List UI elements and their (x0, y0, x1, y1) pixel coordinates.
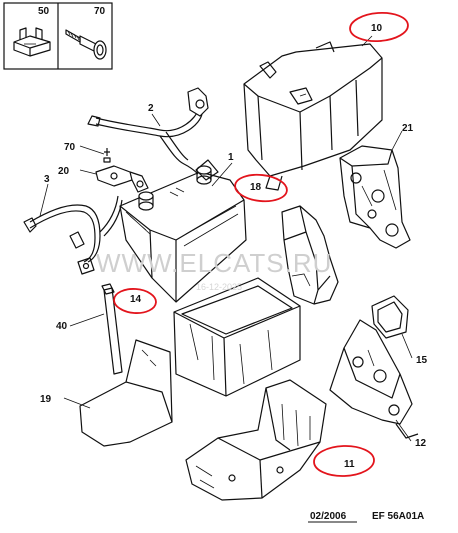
insulating-mat (79, 339, 173, 447)
legend-label-50: 50 (38, 6, 50, 17)
watermark-text: WWW.ELCATS.RU (96, 248, 332, 278)
callout-11: 11 (344, 459, 355, 470)
callout-14: 14 (130, 294, 142, 305)
highlight-circle-14 (113, 288, 157, 314)
battery (119, 165, 247, 303)
callout-numbers: 1 2 3 10 11 12 14 15 18 19 20 21 40 70 (40, 23, 428, 470)
heat-shield (281, 205, 339, 305)
lower-bracket (329, 319, 419, 439)
callout-12: 12 (415, 438, 427, 449)
callout-10: 10 (371, 23, 383, 34)
highlight-circle-18 (234, 173, 288, 203)
battery-cover (243, 41, 383, 191)
callout-15: 15 (416, 355, 428, 366)
battery-tray-box (173, 277, 301, 397)
highlight-circle-10 (349, 11, 409, 43)
callout-19: 19 (40, 394, 52, 405)
legend-label-70: 70 (94, 6, 106, 17)
positive-cable (87, 87, 219, 181)
footer-date: 02/2006 (310, 511, 347, 522)
callout-40: 40 (56, 321, 68, 332)
callout-2: 2 (148, 103, 154, 114)
callout-18: 18 (250, 182, 262, 193)
footer-code: EF 56A01A (372, 511, 424, 522)
hold-down-pin (101, 283, 123, 375)
watermark-subtext: 16-12-2025 (196, 282, 242, 292)
screw-icon (65, 29, 107, 60)
negative-cable (23, 195, 123, 275)
clamp-20 (95, 165, 149, 193)
callout-70: 70 (64, 142, 76, 153)
highlight-circle-11 (313, 445, 375, 477)
legend-box: 50 70 (3, 2, 113, 70)
callout-21: 21 (402, 123, 414, 134)
mounting-bracket (339, 145, 411, 249)
callout-20: 20 (58, 166, 70, 177)
support-plate (371, 295, 409, 339)
footer: 02/2006 EF 56A01A (308, 511, 424, 523)
callout-3: 3 (44, 174, 50, 185)
battery-base (185, 379, 327, 501)
callout-1: 1 (228, 152, 234, 163)
clip-icon (13, 27, 51, 57)
bolt-70 (103, 148, 111, 163)
highlight-circles (113, 11, 409, 477)
leader-lines (39, 35, 413, 442)
